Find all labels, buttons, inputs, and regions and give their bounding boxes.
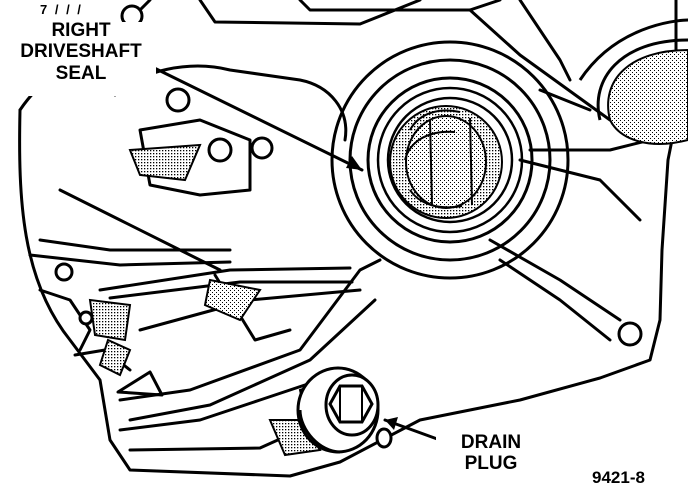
seal-label-line2: DRIVESHAFT — [20, 41, 142, 63]
bolt-holes — [54, 4, 643, 347]
top-fragment-label: 7 / / / — [40, 2, 83, 17]
driveshaft-seal — [330, 40, 570, 280]
seal-leader — [136, 58, 364, 172]
case-outline — [18, 0, 678, 478]
figure-number: 9421-8 — [592, 468, 645, 487]
seal-label-line1: RIGHT — [51, 20, 111, 41]
drain-plug — [296, 366, 393, 454]
drain-plug-label: DRAIN PLUG — [436, 432, 546, 475]
drain-label-line1: DRAIN — [460, 432, 522, 453]
right-driveshaft-seal-label: RIGHT DRIVESHAFT SEAL — [6, 20, 156, 84]
drain-label-line2: PLUG — [464, 453, 518, 475]
seal-label-line3: SEAL — [55, 62, 107, 84]
